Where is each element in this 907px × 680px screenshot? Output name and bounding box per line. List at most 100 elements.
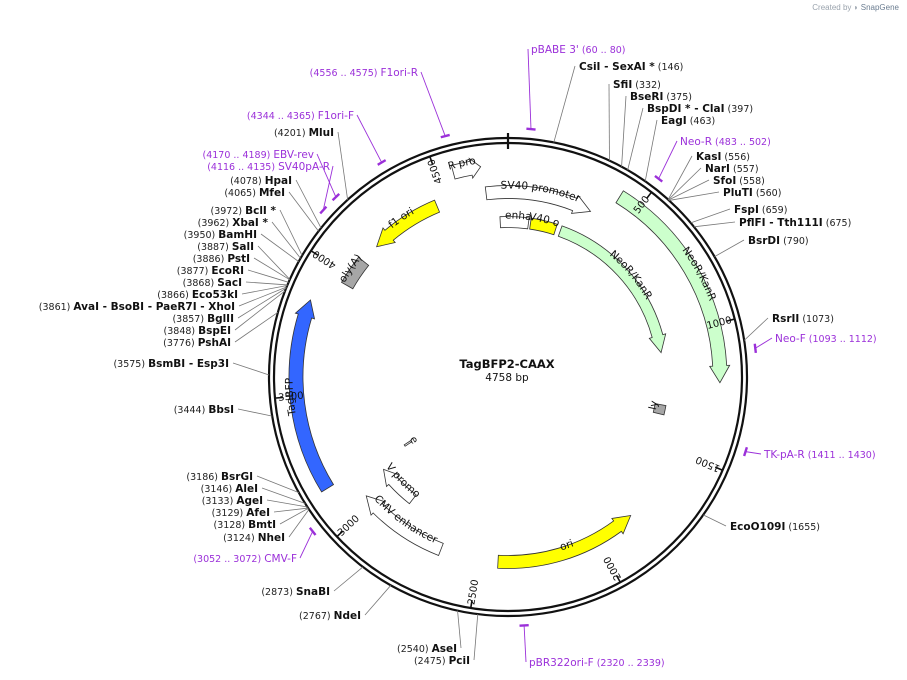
enzyme-label-pflfi: PflFI - Tth111I (675) (739, 217, 851, 229)
enzyme-label-bcli: (3972) BclI * (211, 205, 277, 217)
enzyme-label-bspdi: BspDI * - ClaI (397) (647, 103, 753, 115)
enzyme-leader-fspi-9 (690, 208, 731, 224)
tick-label-3000: 3000 (336, 513, 362, 538)
feature-label-neor-kanr-6: NeoR/KanR (607, 248, 654, 301)
enzyme-label-rsrii: RsrII (1073) (772, 313, 834, 325)
tick-mark-500 (645, 191, 653, 199)
enzyme-leader-bamhi-35 (260, 233, 299, 262)
primer-label-neo-f: Neo-F (1093 .. 1112) (775, 333, 877, 345)
tick-mark-2500 (469, 599, 473, 609)
enzyme-label-hpai: (4078) HpaI (230, 175, 292, 187)
enzyme-label-sfoi: SfoI (558) (713, 175, 765, 187)
primer-leader-pbabe-3 (527, 48, 532, 130)
enzyme-label-pshai: (3776) PshAI (163, 337, 231, 349)
primer-leader-f1ori-r (420, 71, 446, 137)
enzyme-label-alei: (3146) AleI (201, 483, 258, 495)
feature-neor-kanr-6 (557, 225, 667, 354)
primer-mark-neo-f (753, 343, 758, 354)
primer-label-ebv-rev: (4170 .. 4189) EBV-rev (202, 149, 314, 161)
feature-neor-kanr-5 (615, 190, 731, 384)
credit-prefix: Created by (812, 3, 852, 12)
enzyme-leader-bmti-19 (279, 507, 309, 525)
primer-leader-sv40pa-r (322, 165, 334, 211)
enzyme-leader-mfei-38 (288, 191, 319, 232)
enzyme-leader-bsmbi-25 (232, 362, 270, 376)
feature-ampr-promoter-1 (450, 157, 482, 180)
tick-label-1500: 1500 (694, 453, 722, 473)
enzyme-label-pcii: (2475) PciI (414, 655, 470, 667)
primer-label-pbr322ori-f: pBR322ori-F (2320 .. 2339) (529, 657, 665, 669)
feature-sv40-enhancer-3 (499, 216, 530, 230)
tick-mark-4500 (429, 156, 434, 165)
enzyme-leader-alei-22 (261, 487, 306, 504)
enzyme-label-bamhi: (3950) BamHI (184, 229, 257, 241)
enzyme-label-csii: CsiI - SexAI * (146) (579, 61, 683, 73)
primer-label-f1ori-r: (4556 .. 4575) F1ori-R (310, 67, 418, 79)
enzyme-leader-kasi-5 (667, 155, 693, 200)
enzyme-leader-bcli-37 (279, 209, 303, 256)
enzyme-label-xbai: (3962) XbaI * (198, 217, 269, 229)
primer-mark-f1ori-r (440, 133, 450, 139)
feature-sv40-ori-4 (529, 217, 558, 236)
enzyme-leader-rsrii-12 (743, 317, 769, 341)
feature-tagbfp-12 (288, 299, 335, 493)
feature-sv40-promoter-2 (484, 185, 592, 214)
enzyme-label-ndei: (2767) NdeI (299, 610, 361, 622)
enzyme-label-avai: (3861) AvaI - BsoBI - PaeR7I - XhoI (39, 301, 235, 313)
enzyme-leader-eco53ki-30 (241, 285, 288, 295)
primer-leader-neo-f (755, 337, 773, 349)
enzyme-leader-snabi-17 (333, 566, 364, 592)
enzyme-label-bglii: (3857) BglII (172, 313, 234, 325)
primer-leader-pbr322ori-f (523, 625, 527, 663)
enzyme-leader-xbai-36 (271, 221, 301, 259)
enzyme-label-eco53ki: (3866) Eco53kI (157, 289, 238, 301)
feature-label-path-6 (561, 228, 664, 352)
enzyme-label-sali: (3887) SalI (197, 241, 254, 253)
enzyme-leader-ndei-16 (364, 585, 392, 616)
enzyme-label-eagi: EagI (463) (661, 115, 715, 127)
primer-leader-neo-r (658, 140, 678, 179)
snapgene-logo-icon: ◗ (853, 3, 859, 12)
tick-label-2000: 2000 (602, 554, 624, 582)
tick-label-4500: 4500 (426, 158, 445, 186)
primer-label-f1ori-f: (4344 .. 4365) F1ori-F (247, 110, 354, 122)
enzyme-leader-pluti-8 (669, 191, 720, 201)
enzyme-label-bsrdi: BsrDI (790) (748, 235, 809, 247)
enzyme-leader-pshai-26 (234, 311, 279, 343)
enzymes-layer: CsiI - SexAI * (146)SfiI (332)BseRI (375… (39, 61, 852, 667)
feature-f1-ori-0 (376, 199, 441, 248)
enzyme-leader-bsrgi-23 (256, 475, 299, 494)
enzyme-label-saci: (3868) SacI (183, 277, 242, 289)
enzyme-leader-saci-31 (245, 281, 288, 286)
primer-mark-pbr322ori-f (519, 623, 529, 627)
enzyme-label-pluti: PluTI (560) (723, 187, 781, 199)
enzyme-leader-psti-33 (253, 257, 290, 281)
tick-mark-2000 (615, 574, 621, 583)
enzyme-label-bbsi: (3444) BbsI (174, 404, 234, 416)
enzyme-label-bspei: (3848) BspEI (164, 325, 231, 337)
enzyme-label-psti: (3886) PstI (193, 253, 250, 265)
tick-mark-3500 (274, 396, 283, 399)
primer-leader-ebv-rev (316, 153, 337, 198)
enzyme-leader-afei-20 (273, 507, 309, 513)
enzyme-label-bsrgi: (3186) BsrGI (186, 471, 253, 483)
primers-layer: pBABE 3' (60 .. 80)Neo-R (483 .. 502)Neo… (193, 44, 876, 669)
enzyme-label-snabi: (2873) SnaBI (261, 586, 330, 598)
enzyme-leader-nari-6 (668, 167, 702, 201)
enzyme-label-agei: (3133) AgeI (202, 495, 263, 507)
enzyme-label-sfii: SfiI (332) (613, 79, 661, 91)
enzyme-leader-hpai-39 (295, 179, 322, 229)
primer-mark-sv40pa-r (319, 205, 328, 215)
enzyme-label-fspi: FspI (659) (734, 204, 787, 216)
primer-label-pbabe-3: pBABE 3' (60 .. 80) (531, 44, 626, 56)
primer-label-sv40pa-r: (4116 .. 4135) SV40pA-R (207, 161, 330, 173)
primer-leader-tk-pa-r (745, 451, 762, 455)
feature-kozak-sequence-11 (403, 439, 413, 447)
enzyme-leader-eagi-4 (644, 119, 658, 182)
enzyme-leader-ecori-32 (247, 269, 289, 283)
enzyme-leader-bsrdi-11 (714, 239, 745, 258)
enzyme-leader-agei-21 (266, 499, 308, 508)
enzyme-label-afei: (3129) AfeI (212, 507, 270, 519)
primer-leader-cmv-f (299, 531, 314, 559)
enzyme-leader-asei-14 (457, 610, 462, 649)
